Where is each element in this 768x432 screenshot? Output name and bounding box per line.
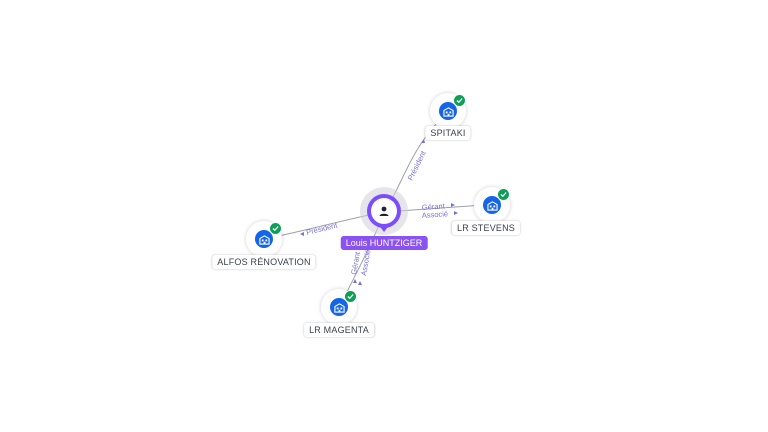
company-node-lr-magenta[interactable]: [321, 289, 357, 325]
verified-check-icon: [344, 290, 357, 303]
building-icon: [483, 196, 501, 214]
company-label-spitaki[interactable]: SPITAKI: [425, 126, 471, 140]
arrow-lr-magenta-1: [353, 279, 357, 283]
company-label-lr-stevens[interactable]: LR STEVENS: [451, 221, 521, 235]
edge-label-lr-stevens-1: Gérant: [422, 201, 446, 212]
arrow-lr-magenta-2: [358, 281, 362, 285]
verified-check-icon: [269, 222, 282, 235]
arrow-lr-stevens-1: [451, 203, 455, 207]
company-node-spitaki[interactable]: [430, 93, 466, 129]
person-icon: [371, 198, 397, 224]
arrow-lr-stevens-2: [454, 211, 458, 215]
person-node[interactable]: [360, 187, 408, 235]
edge-label-lr-magenta-2: Associé: [359, 249, 372, 276]
company-node-lr-stevens[interactable]: [474, 187, 510, 223]
arrow-alfos: [300, 232, 304, 236]
building-icon: [255, 230, 273, 248]
building-icon: [439, 102, 457, 120]
company-node-alfos-renovation[interactable]: [246, 221, 282, 257]
verified-check-icon: [497, 188, 510, 201]
person-label[interactable]: Louis HUNTZIGER: [340, 236, 428, 250]
arrow-spitaki: [421, 139, 425, 143]
edge-label-alfos: Président: [305, 220, 339, 237]
company-label-alfos-renovation[interactable]: ALFOS RÉNOVATION: [212, 255, 316, 269]
building-icon: [330, 298, 348, 316]
edge-label-lr-stevens-2: Associé: [422, 209, 449, 220]
edge-label-lr-magenta-1: Gérant: [349, 250, 362, 275]
verified-check-icon: [453, 94, 466, 107]
company-label-lr-magenta[interactable]: LR MAGENTA: [304, 323, 374, 337]
pin-tip: [378, 224, 390, 232]
